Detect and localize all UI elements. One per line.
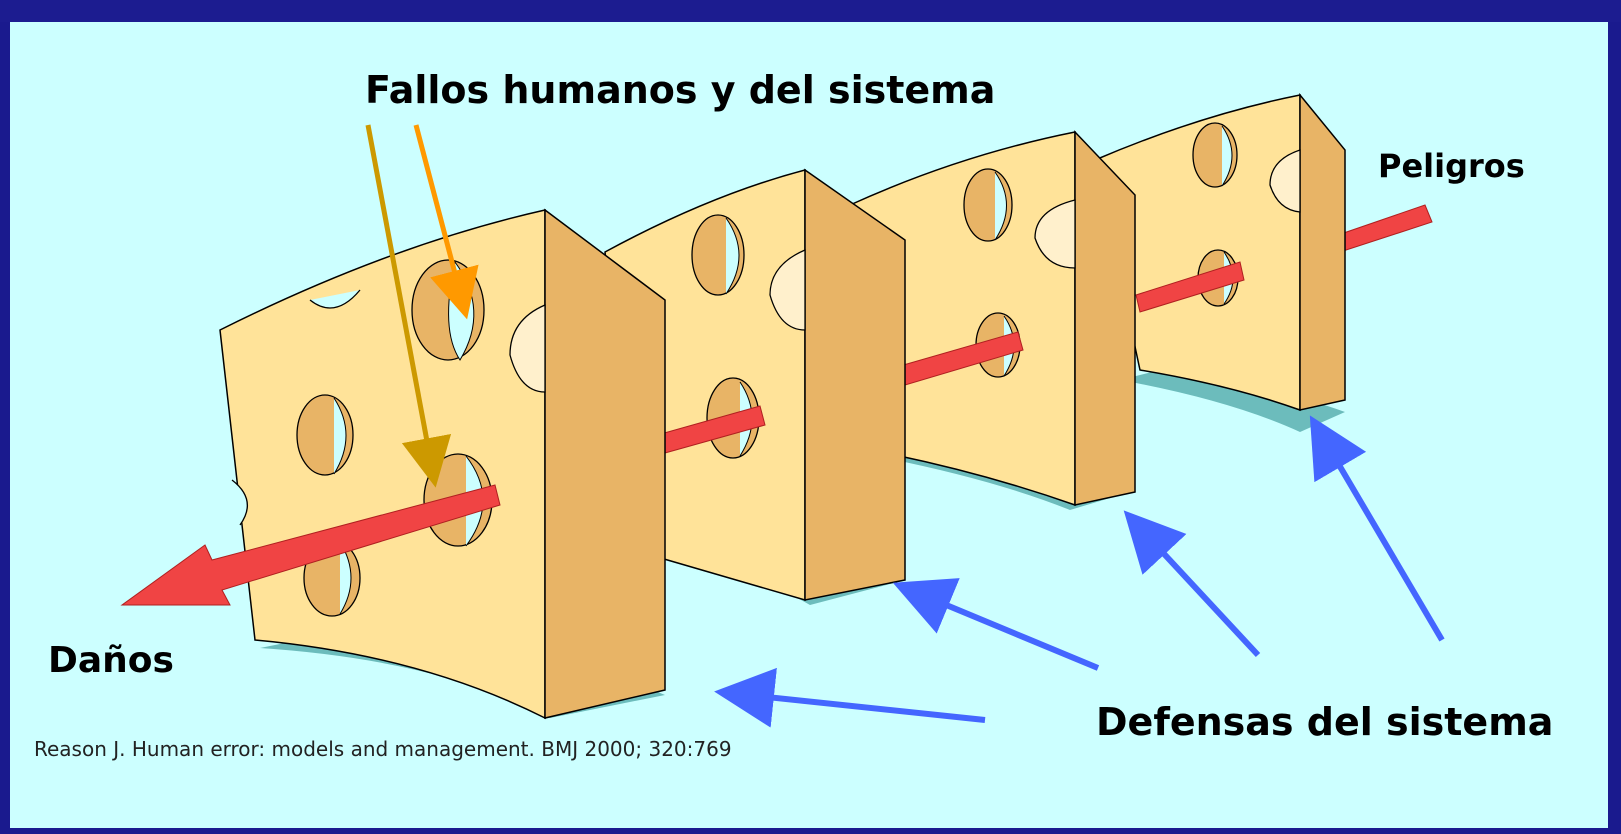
defense-arrow-1 — [714, 667, 986, 728]
label-human-system-failures: Fallos humanos y del sistema — [365, 68, 996, 112]
defense-arrow-2 — [892, 578, 1100, 671]
cheese-slice-4 — [1094, 92, 1346, 432]
slide-top-bar — [0, 0, 1621, 22]
hazard-arrow-front — [120, 484, 501, 606]
label-damages: Daños — [48, 640, 174, 681]
cheese-slice-3 — [849, 130, 1136, 510]
defense-arrow-3 — [1123, 510, 1261, 658]
label-hazards: Peligros — [1378, 147, 1525, 185]
failure-arrow-2 — [413, 124, 479, 320]
hazard-arrow-back — [1334, 204, 1433, 253]
citation-text: Reason J. Human error: models and manage… — [34, 737, 732, 761]
defense-arrow-4 — [1309, 415, 1445, 642]
failure-arrow-1 — [365, 124, 452, 488]
hazard-arrow-seg-3 — [1135, 261, 1245, 313]
cheese-slice-1 — [219, 208, 666, 720]
label-system-defenses: Defensas del sistema — [1096, 700, 1554, 744]
